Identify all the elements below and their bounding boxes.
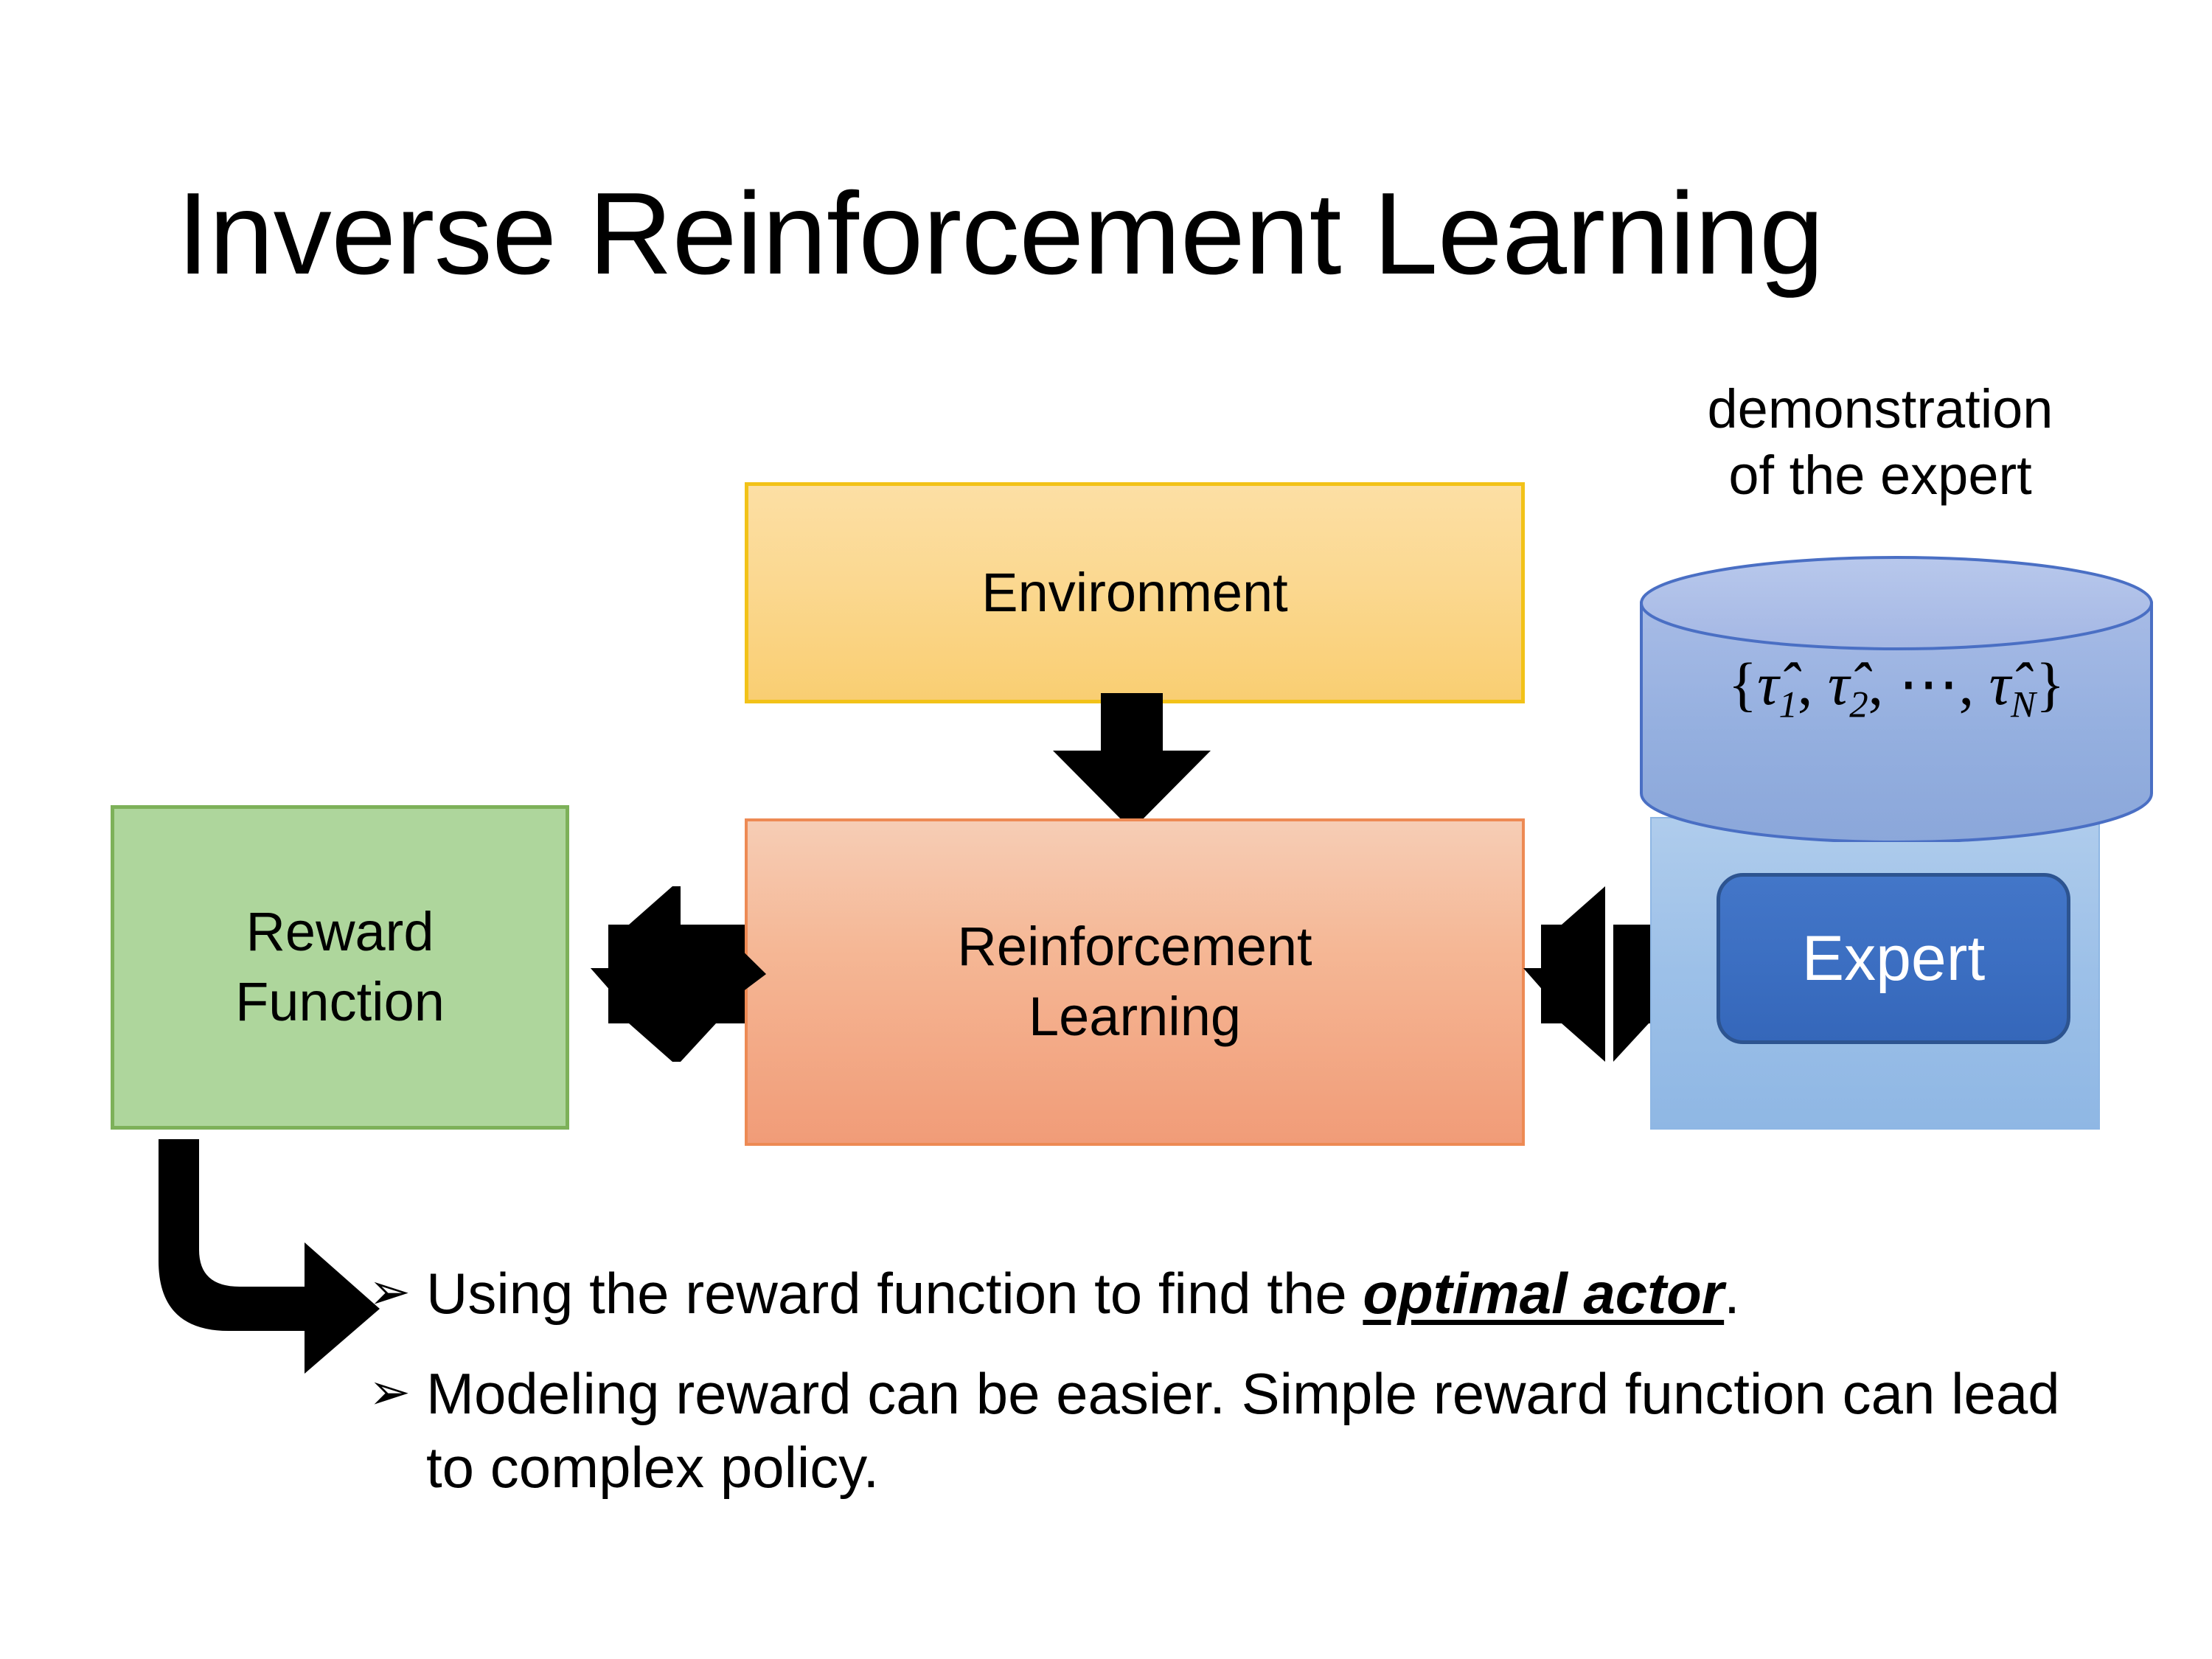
bullet-text: Using the reward function to find the op… [426, 1257, 2065, 1331]
environment-label: Environment [981, 561, 1288, 623]
formula-close-brace: } [2035, 650, 2065, 717]
bullet-text: Modeling reward can be easier. Simple re… [426, 1357, 2065, 1505]
formula-sub-2: 2 [1849, 684, 1868, 726]
formula-sub-n: N [2011, 684, 2036, 726]
reinforcement-learning-box[interactable]: Reinforcement Learning [745, 818, 1525, 1146]
formula-comma-3: , [1958, 650, 1989, 717]
reward-function-line2: Function [235, 971, 445, 1032]
trajectory-database-cylinder-icon [1638, 554, 2154, 844]
bullet-arrow-icon: ➢ [369, 1363, 411, 1420]
formula-sub-1: 1 [1778, 684, 1798, 726]
list-item: ➢ Modeling reward can be easier. Simple … [369, 1357, 2065, 1505]
bullet-text-prefix: Using the reward function to find the [426, 1261, 1363, 1326]
bullet-list: ➢ Using the reward function to find the … [369, 1257, 2065, 1531]
formula-ellipsis: ⋯ [1898, 650, 1959, 717]
expert-node[interactable]: Expert [1717, 873, 2070, 1044]
demonstration-caption-line2: of the expert [1728, 445, 2032, 507]
formula-comma-2: , [1868, 650, 1899, 717]
page-title: Inverse Reinforcement Learning [177, 169, 1824, 299]
reinforcement-learning-label: Reinforcement Learning [957, 912, 1312, 1051]
trajectory-set-formula: {τ̂1, τ̂2, ⋯, τ̂N} [1638, 649, 2154, 726]
formula-tau-2: τ̂ [1827, 650, 1850, 717]
expert-label: Expert [1801, 922, 1986, 994]
bullet-text-prefix: Modeling reward can be easier. Simple re… [426, 1360, 2060, 1500]
down-arrow-icon [1047, 693, 1217, 832]
four-way-arrow-icon-left [586, 882, 771, 1066]
bullet-text-emphasis: optimal actor [1363, 1261, 1725, 1326]
formula-comma-1: , [1797, 650, 1828, 717]
bullet-arrow-icon: ➢ [369, 1264, 411, 1320]
list-item: ➢ Using the reward function to find the … [369, 1257, 2065, 1331]
bullet-text-suffix: . [1724, 1261, 1740, 1326]
environment-box[interactable]: Environment [745, 482, 1525, 703]
demonstration-caption: demonstration of the expert [1622, 376, 2138, 509]
bent-arrow-icon [159, 1139, 409, 1382]
formula-tau-n: τ̂ [1989, 650, 2011, 717]
reward-function-line1: Reward [246, 901, 434, 963]
reinforcement-learning-line1: Reinforcement [957, 916, 1312, 978]
reinforcement-learning-line2: Learning [1028, 986, 1241, 1047]
formula-open-brace: { [1728, 650, 1758, 717]
reward-function-box[interactable]: Reward Function [111, 805, 569, 1130]
reward-function-label: Reward Function [235, 897, 445, 1037]
demonstration-caption-line1: demonstration [1707, 378, 2053, 439]
formula-tau-1: τ̂ [1757, 650, 1779, 717]
